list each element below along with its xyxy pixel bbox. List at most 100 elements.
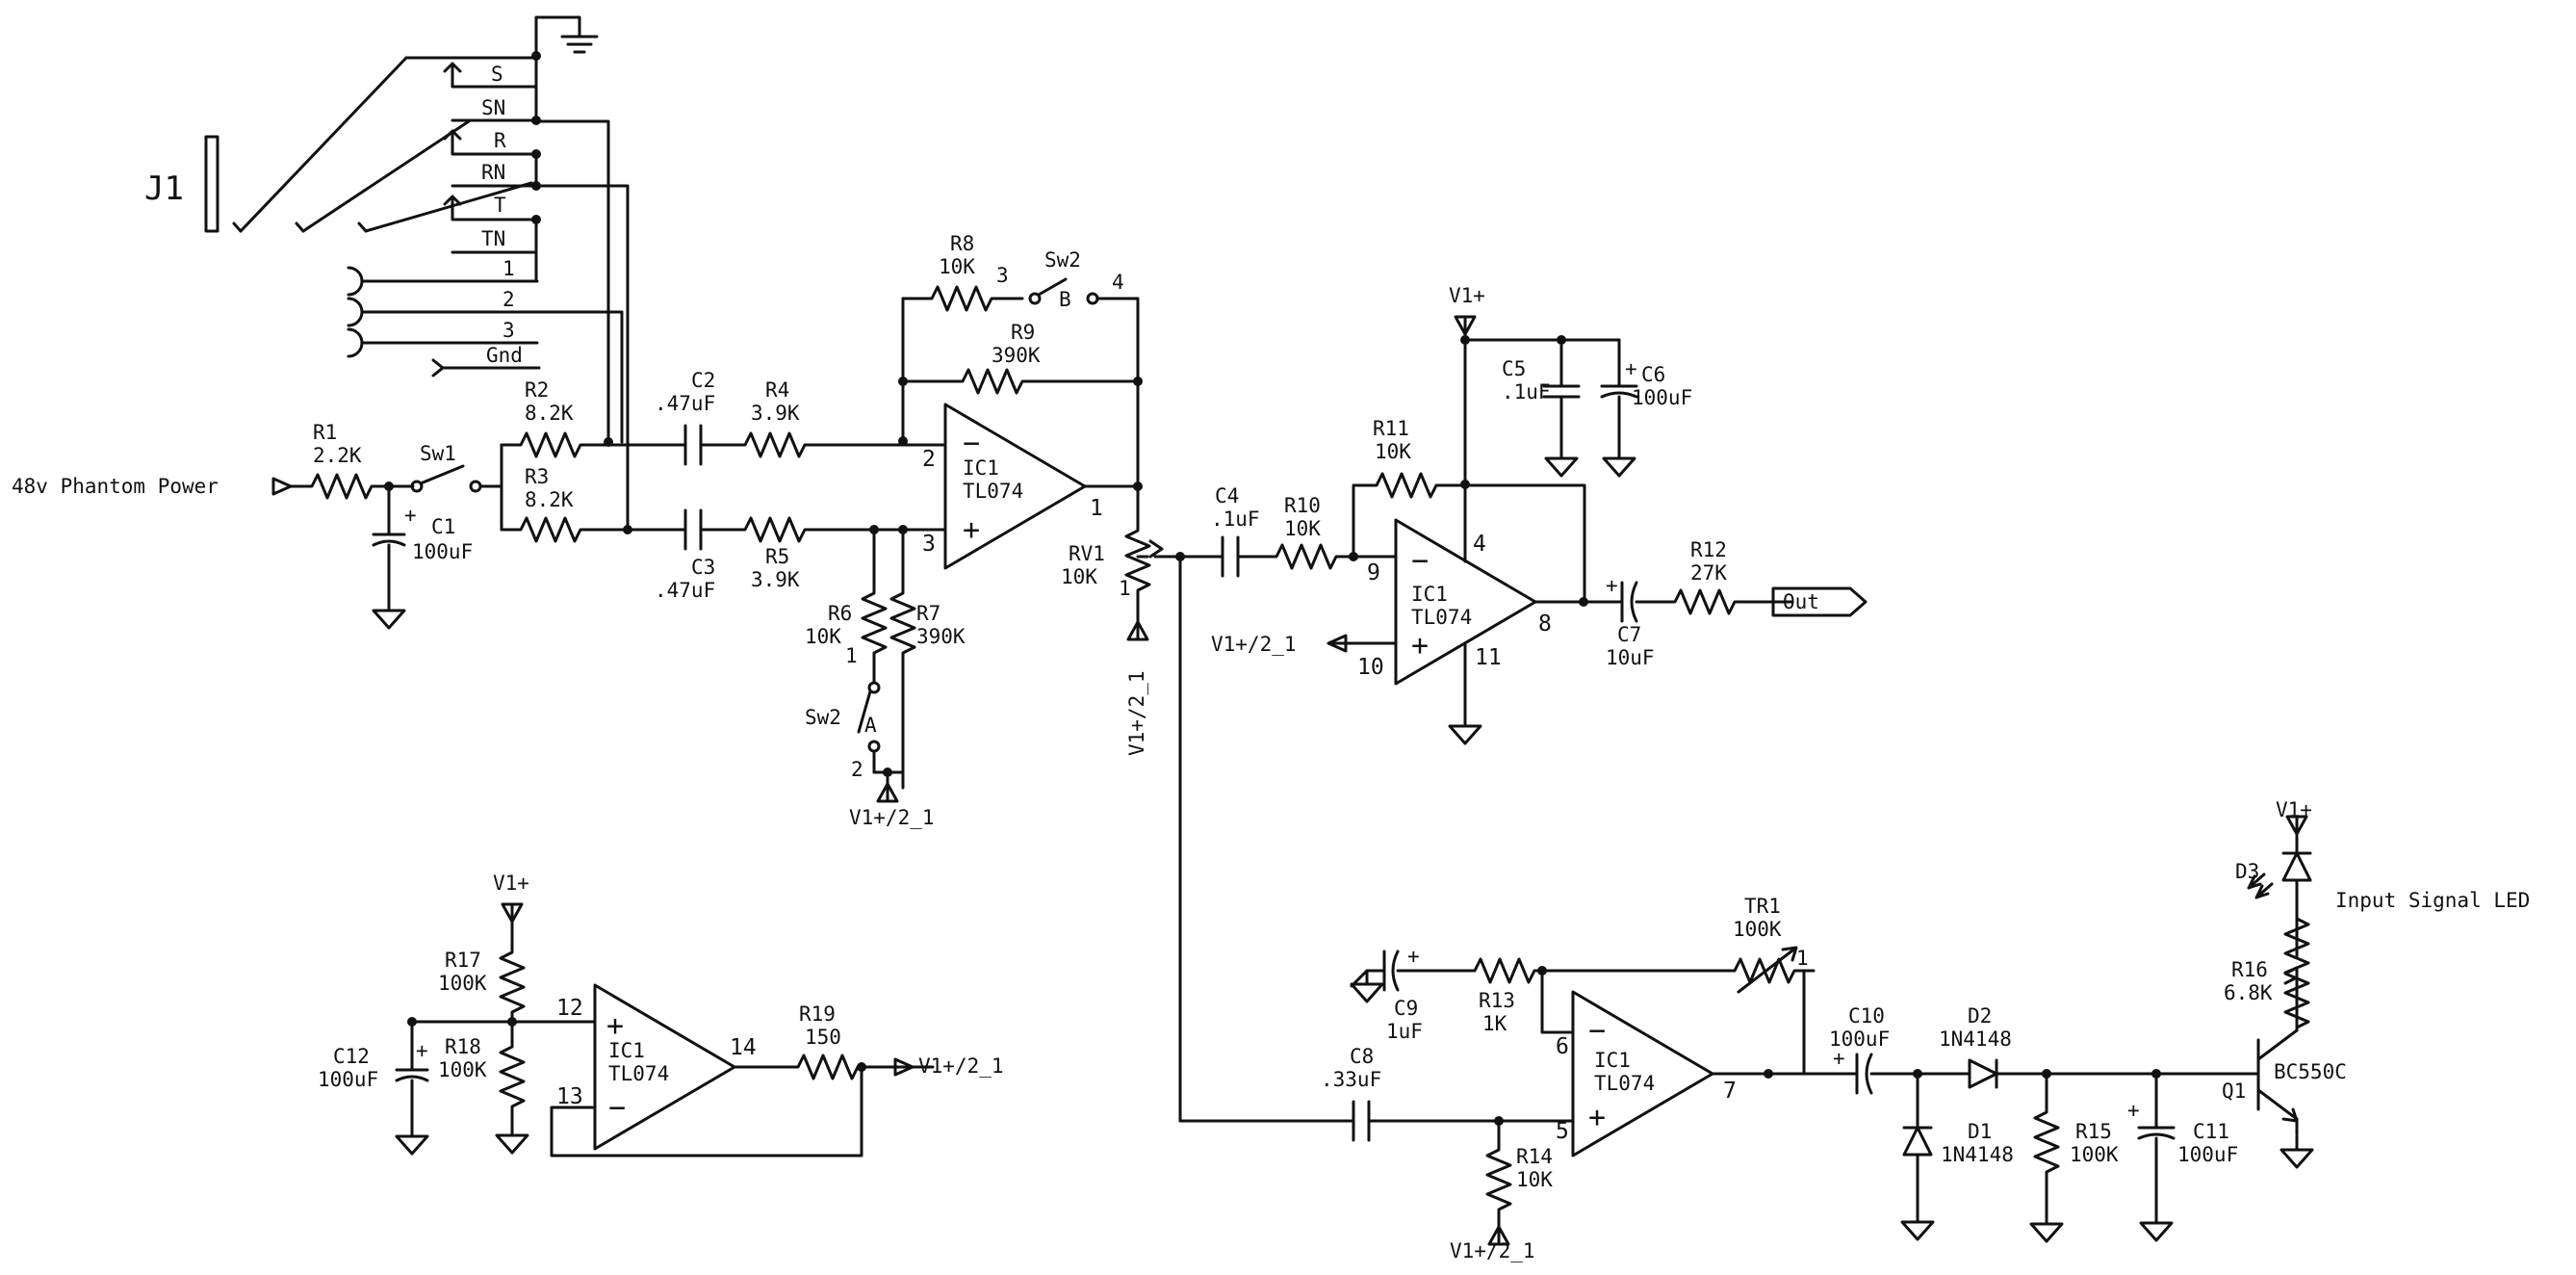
c7-value: 10uF xyxy=(1606,646,1655,669)
c9-value: 1uF xyxy=(1386,1020,1423,1043)
opamp2-part: TL074 xyxy=(1411,606,1472,629)
sw2a-p1: 1 xyxy=(845,644,858,667)
c6-ref: C6 xyxy=(1641,363,1665,386)
r14-ref: R14 xyxy=(1516,1145,1553,1168)
r1-ref: R1 xyxy=(313,421,337,444)
jack-pin-tn: TN xyxy=(481,227,505,250)
r2-ref: R2 xyxy=(525,378,549,402)
c12-ref: C12 xyxy=(333,1045,370,1068)
c3-value: .47uF xyxy=(655,579,715,602)
jack-pin-t: T xyxy=(494,194,506,217)
r4-ref: R4 xyxy=(765,378,789,402)
opamp4-plus: + xyxy=(606,1009,624,1043)
jack-pin-1: 1 xyxy=(502,257,515,280)
opamp1-pin-minus: 2 xyxy=(922,447,936,472)
r19-value: 150 xyxy=(805,1026,841,1049)
c1-value: 100uF xyxy=(412,540,473,563)
c3-ref: C3 xyxy=(691,556,715,579)
r2-value: 8.2K xyxy=(525,402,574,425)
r16-value: 6.8K xyxy=(2224,981,2273,1004)
opamp1-part: TL074 xyxy=(963,480,1023,503)
d1-value: 1N4148 xyxy=(1941,1143,2014,1166)
c7-ref: C7 xyxy=(1617,623,1641,646)
sw2b-name: Sw2 xyxy=(1044,248,1081,272)
sw2a-p2: 2 xyxy=(851,758,863,781)
c1-ref: C1 xyxy=(431,515,455,538)
r13-ref: R13 xyxy=(1479,989,1515,1012)
c2-ref: C2 xyxy=(691,369,715,392)
c12-value: 100uF xyxy=(318,1068,378,1091)
jack-pin-r: R xyxy=(494,129,506,152)
opamp2-plus: + xyxy=(1411,629,1429,663)
phantom-label: 48v Phantom Power xyxy=(12,475,219,498)
q1-ref: Q1 xyxy=(2222,1080,2246,1103)
r17-value: 100K xyxy=(438,972,487,995)
c9-ref: C9 xyxy=(1394,997,1418,1020)
opamp3-pin-minus: 6 xyxy=(1556,1034,1569,1059)
c9-plus: + xyxy=(1407,945,1420,968)
r16-ref: R16 xyxy=(2231,958,2268,981)
opamp2-pin-plus: 10 xyxy=(1357,655,1384,680)
jack-wiring xyxy=(531,15,630,532)
sw2b-pole: B xyxy=(1059,288,1071,311)
jack-label: J1 xyxy=(144,169,184,208)
c5-value: .1uF xyxy=(1502,380,1551,403)
r11-ref: R11 xyxy=(1373,417,1409,440)
r1-value: 2.2K xyxy=(313,444,362,467)
r15-ref: R15 xyxy=(2075,1120,2112,1143)
r8-value: 10K xyxy=(939,255,975,278)
rail-vhalf-rv1: V1+/2_1 xyxy=(1125,670,1148,756)
r10-ref: R10 xyxy=(1284,494,1321,517)
jack-pin-2: 2 xyxy=(502,288,515,311)
r12-ref: R12 xyxy=(1690,538,1727,561)
opamp4-pin-plus: 12 xyxy=(556,996,583,1021)
tr1-value: 100K xyxy=(1733,918,1782,941)
c6-plus: + xyxy=(1625,357,1637,380)
opamp1-pin-plus: 3 xyxy=(922,532,936,557)
opamp4-part: TL074 xyxy=(608,1062,669,1085)
tr1-ref: TR1 xyxy=(1744,895,1781,918)
r19-ref: R19 xyxy=(799,1002,836,1026)
rail-vplus-2: V1+ xyxy=(493,872,529,895)
opamp3-pin-plus: 5 xyxy=(1556,1119,1569,1144)
c2-value: .47uF xyxy=(655,392,715,415)
c11-ref: C11 xyxy=(2193,1120,2229,1143)
r3-ref: R3 xyxy=(525,465,549,488)
c11-plus: + xyxy=(2127,1099,2140,1122)
c10-plus: + xyxy=(1833,1047,1845,1070)
opamp2-pin-vcc: 4 xyxy=(1473,532,1486,557)
rail-vhalf-out: V1+/2_1 xyxy=(918,1054,1004,1078)
sw2a-name: Sw2 xyxy=(805,706,841,729)
r3-value: 8.2K xyxy=(525,488,574,511)
opamp2-pin-minus: 9 xyxy=(1367,560,1380,585)
opamp3-name: IC1 xyxy=(1594,1049,1631,1072)
d1-ref: D1 xyxy=(1968,1120,1992,1143)
opamp4-pin-minus: 13 xyxy=(556,1084,583,1109)
out-port-label: Out xyxy=(1783,590,1819,613)
rv1-ref: RV1 xyxy=(1069,542,1105,565)
rv1-pin: 1 xyxy=(1119,577,1131,600)
rail-vhalf-3: V1+/2_1 xyxy=(1450,1239,1535,1262)
sw2a-pole: A xyxy=(864,714,877,737)
sw2b-p4: 4 xyxy=(1112,271,1124,294)
r5-value: 3.9K xyxy=(751,568,800,591)
r12-value: 27K xyxy=(1690,561,1727,585)
r9-value: 390K xyxy=(992,344,1041,367)
opamp3-pin-out: 7 xyxy=(1723,1079,1737,1104)
opamp3-minus: − xyxy=(1588,1014,1606,1048)
r18-value: 100K xyxy=(438,1058,487,1081)
jack-pin-rn: RN xyxy=(481,161,505,184)
r6-value: 10K xyxy=(805,625,841,648)
r8-ref: R8 xyxy=(950,232,974,255)
rail-vhalf-2: V1+/2_1 xyxy=(1211,633,1297,656)
r6-ref: R6 xyxy=(828,602,852,625)
opamp1-pin-out: 1 xyxy=(1090,496,1103,521)
c4-value: .1uF xyxy=(1211,507,1260,531)
r7-value: 390K xyxy=(916,625,966,648)
c8-value: .33uF xyxy=(1321,1068,1381,1091)
c7-plus: + xyxy=(1606,574,1618,597)
sw1-label: Sw1 xyxy=(420,442,456,465)
opamp2-pin-vee: 11 xyxy=(1475,645,1502,670)
opamp2-pin-out: 8 xyxy=(1538,611,1552,637)
